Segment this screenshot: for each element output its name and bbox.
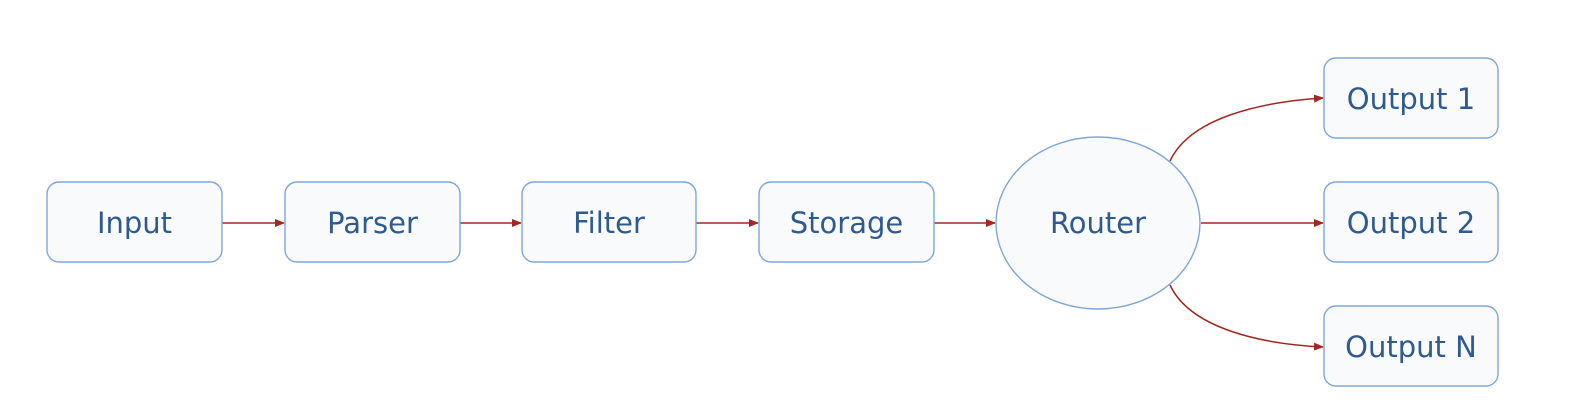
node-filter[interactable]: Filter: [521, 181, 697, 263]
node-filter-label: Filter: [573, 206, 645, 240]
node-input[interactable]: Input: [46, 181, 223, 263]
node-router[interactable]: Router: [995, 136, 1201, 310]
node-output-2-label: Output 2: [1347, 206, 1475, 240]
node-parser-box: [284, 181, 461, 263]
node-output-2[interactable]: Output 2: [1323, 181, 1499, 263]
node-input-label: Input: [97, 206, 172, 240]
node-router-ellipse: [995, 136, 1201, 310]
node-output-n-box: [1323, 305, 1499, 387]
node-parser[interactable]: Parser: [284, 181, 461, 263]
node-input-box: [46, 181, 223, 263]
node-output-2-box: [1323, 181, 1499, 263]
node-output-1-label: Output 1: [1347, 82, 1475, 116]
node-output-n-label: Output N: [1345, 330, 1477, 364]
edges: [222, 94, 1324, 351]
node-output-1[interactable]: Output 1: [1323, 57, 1499, 139]
node-storage-box: [758, 181, 935, 263]
node-output-1-box: [1323, 57, 1499, 139]
node-output-n[interactable]: Output N: [1323, 305, 1499, 387]
node-filter-box: [521, 181, 697, 263]
node-parser-label: Parser: [327, 206, 418, 240]
edge-router-output-1: [1169, 94, 1324, 162]
node-storage-label: Storage: [790, 206, 903, 240]
node-router-label: Router: [1050, 206, 1146, 240]
edge-router-output-n: [1169, 284, 1324, 351]
node-storage[interactable]: Storage: [758, 181, 935, 263]
